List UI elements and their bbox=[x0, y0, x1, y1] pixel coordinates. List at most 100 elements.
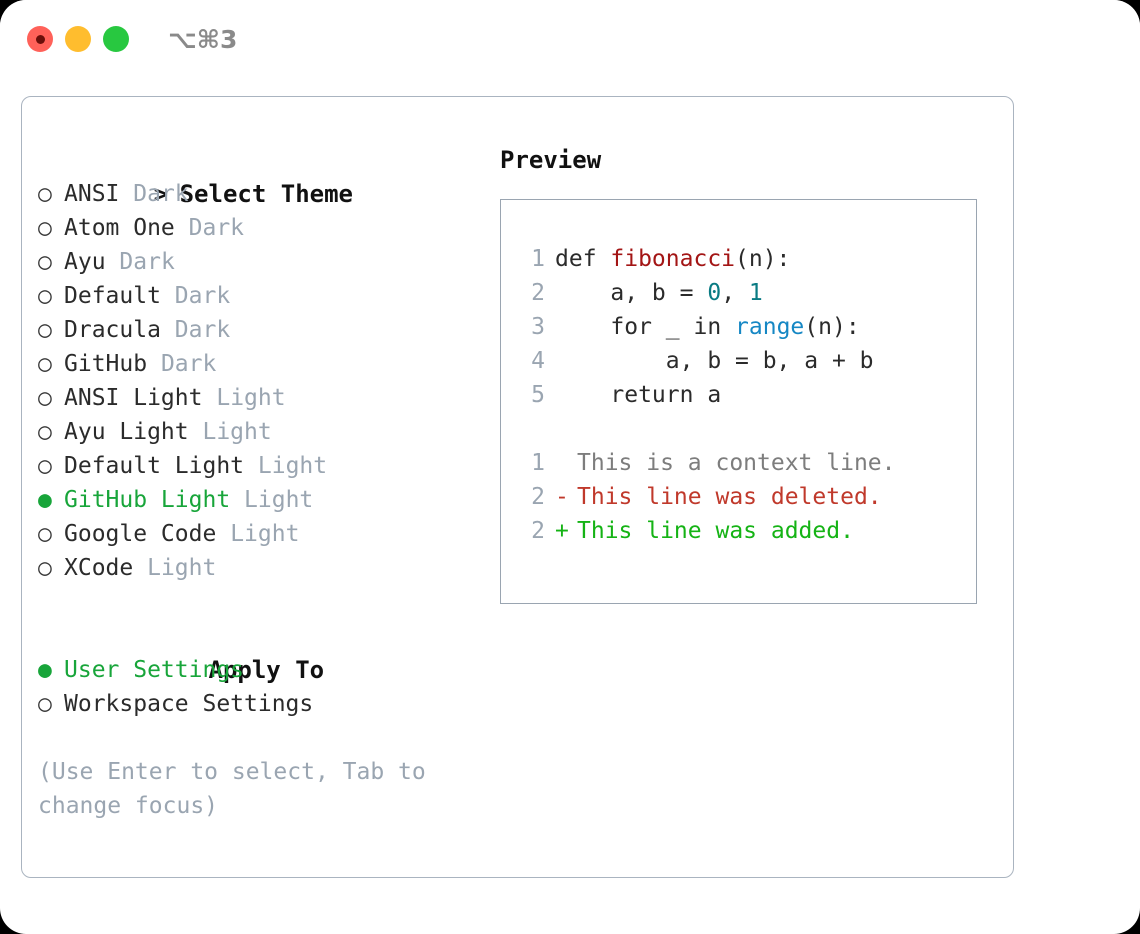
theme-item-label: Default bbox=[64, 283, 161, 309]
code-token: in bbox=[693, 314, 722, 340]
keyboard-shortcut-label: ⌥⌘3 bbox=[168, 25, 238, 54]
apply-to-item-label: User Settings bbox=[64, 657, 245, 683]
theme-item-label: Ayu bbox=[64, 249, 106, 275]
theme-item-variant-tag: Dark bbox=[174, 283, 231, 309]
code-token: 0 bbox=[707, 280, 722, 306]
diff-text: This line was added. bbox=[577, 518, 854, 544]
code-token bbox=[555, 382, 610, 408]
code-token bbox=[555, 314, 610, 340]
diff-sign: + bbox=[555, 518, 569, 544]
theme-item-ayu[interactable]: ○ Ayu Dark bbox=[38, 245, 498, 279]
theme-item-ansi-light[interactable]: ○ANSI Light Light bbox=[38, 381, 498, 415]
theme-item-github-light[interactable]: ●GitHub Light Light bbox=[38, 483, 498, 517]
theme-item-label: ANSI bbox=[64, 181, 120, 207]
theme-item-variant-tag: Light bbox=[230, 521, 300, 547]
apply-to-title: Apply To bbox=[208, 656, 325, 684]
diff-text: This is a context line. bbox=[577, 450, 896, 476]
code-line: 1 def fibonacci(n): bbox=[519, 242, 896, 276]
line-number: 2 bbox=[531, 484, 545, 510]
theme-item-label: Ayu Light bbox=[64, 419, 189, 445]
diff-line: 1 This is a context line. bbox=[519, 446, 896, 480]
code-token: a, b = bbox=[555, 280, 708, 306]
theme-list: ○ANSI Dark○Atom One Dark○Ayu Dark○Defaul… bbox=[38, 177, 498, 585]
code-token: a, b = b, a + b bbox=[555, 348, 874, 374]
code-token bbox=[721, 314, 735, 340]
theme-item-variant-tag: Light bbox=[244, 487, 314, 513]
line-number: 3 bbox=[531, 314, 545, 340]
theme-item-label: GitHub bbox=[64, 351, 148, 377]
radio-unselected-icon: ○ bbox=[38, 691, 52, 717]
line-number: 2 bbox=[531, 280, 545, 306]
diff-text: This line was deleted. bbox=[577, 484, 882, 510]
theme-item-variant-tag: Dark bbox=[188, 215, 245, 241]
diff-sign bbox=[555, 446, 577, 480]
apply-to-section: Apply To ● User Settings ○ Workspace Settin… bbox=[38, 619, 498, 721]
theme-item-variant-tag: Light bbox=[257, 453, 328, 479]
code-token: for bbox=[610, 314, 652, 340]
radio-unselected-icon: ○ bbox=[38, 249, 52, 275]
theme-item-ansi[interactable]: ○ANSI Dark bbox=[38, 177, 498, 211]
radio-unselected-icon: ○ bbox=[38, 351, 52, 377]
theme-item-label: Default Light bbox=[64, 453, 245, 479]
code-token: , bbox=[721, 280, 749, 306]
theme-item-xcode[interactable]: ○XCode Light bbox=[38, 551, 498, 585]
radio-unselected-icon: ○ bbox=[38, 317, 52, 343]
code-token: a bbox=[693, 382, 722, 408]
preview-title: Preview bbox=[500, 146, 602, 174]
window-controls bbox=[27, 26, 129, 52]
theme-item-variant-tag: Light bbox=[216, 385, 286, 411]
code-token: return bbox=[610, 382, 694, 408]
theme-item-variant-tag: Dark bbox=[174, 317, 231, 343]
maximize-window-button[interactable] bbox=[103, 26, 129, 52]
theme-item-variant-tag: Light bbox=[202, 419, 272, 445]
theme-selector-pane: >Select Theme ○ANSI Dark○Atom One Dark○A… bbox=[38, 143, 498, 823]
line-number: 2 bbox=[531, 518, 545, 544]
radio-selected-icon: ● bbox=[38, 657, 52, 683]
theme-item-atom-one[interactable]: ○Atom One Dark bbox=[38, 211, 498, 245]
theme-item-label: Dracula bbox=[64, 317, 161, 343]
code-line: 3 for _ in range(n): bbox=[519, 310, 896, 344]
theme-item-label: ANSI Light bbox=[64, 385, 203, 411]
theme-item-default-light[interactable]: ○Default Light Light bbox=[38, 449, 498, 483]
theme-item-variant-tag: Dark bbox=[133, 181, 189, 207]
line-number: 1 bbox=[531, 450, 545, 476]
code-line: 5 return a bbox=[519, 378, 896, 412]
radio-unselected-icon: ○ bbox=[38, 283, 52, 309]
theme-item-variant-tag: Dark bbox=[119, 249, 175, 275]
radio-unselected-icon: ○ bbox=[38, 419, 52, 445]
diff-line: 2-This line was deleted. bbox=[519, 480, 896, 514]
line-number: 4 bbox=[531, 348, 545, 374]
theme-item-dracula[interactable]: ○ Dracula Dark bbox=[38, 313, 498, 347]
code-token: def bbox=[555, 246, 611, 272]
diff-line: 2 + This line was added. bbox=[519, 514, 896, 548]
theme-item-label: Google Code bbox=[64, 521, 217, 547]
code-token: fibonacci bbox=[610, 246, 736, 272]
code-line: 4 a, b = b, a + b bbox=[519, 344, 896, 378]
select-theme-title: Select Theme bbox=[179, 180, 353, 208]
close-window-button[interactable] bbox=[27, 26, 53, 52]
code-line: 2 a, b = 0, 1 bbox=[519, 276, 896, 310]
code-diff-separator bbox=[519, 412, 896, 446]
code-token: _ bbox=[651, 314, 694, 340]
theme-item-ayu-light[interactable]: ○ Ayu Light Light bbox=[38, 415, 498, 449]
theme-item-default[interactable]: ○ Default Dark bbox=[38, 279, 498, 313]
minimize-window-button[interactable] bbox=[65, 26, 91, 52]
theme-item-variant-tag: Light bbox=[147, 555, 217, 581]
theme-item-github[interactable]: ○ GitHub Dark bbox=[38, 347, 498, 381]
radio-unselected-icon: ○ bbox=[38, 215, 52, 241]
code-token: 1 bbox=[748, 280, 763, 306]
theme-item-variant-tag: Dark bbox=[160, 351, 217, 377]
radio-unselected-icon: ○ bbox=[38, 521, 52, 547]
apply-to-item-user-settings[interactable]: ● User Settings bbox=[38, 653, 498, 687]
prompt-caret-icon: > bbox=[153, 180, 169, 208]
code-token: (n): bbox=[735, 246, 791, 272]
theme-item-google-code[interactable]: ○ Google Code Light bbox=[38, 517, 498, 551]
diff-sign: - bbox=[555, 484, 569, 510]
line-number: 1 bbox=[531, 246, 545, 272]
apply-to-item-label: Workspace Settings bbox=[64, 691, 314, 717]
apply-to-item-workspace-settings[interactable]: ○ Workspace Settings bbox=[38, 687, 498, 721]
